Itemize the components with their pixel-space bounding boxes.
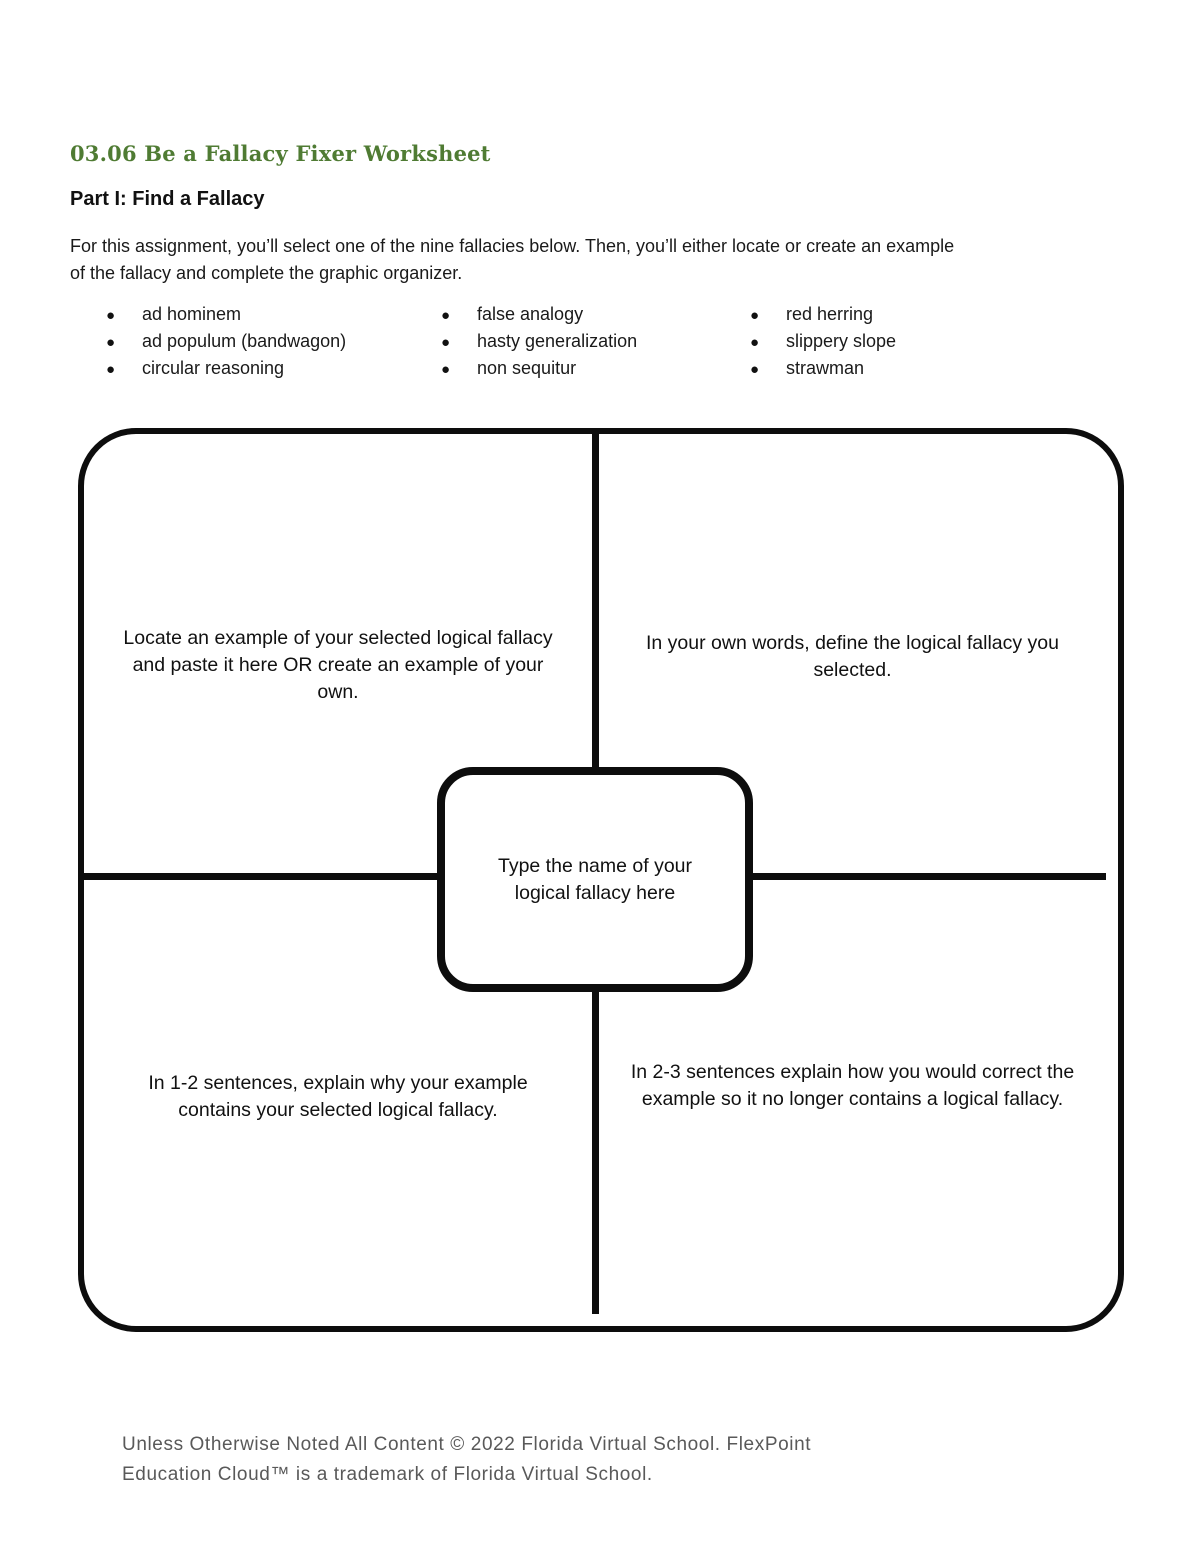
bullet-icon: ● bbox=[106, 307, 116, 324]
quadrant-prompt-definition: In your own words, define the logical fa… bbox=[646, 631, 1059, 681]
organizer-quadrant-explanation[interactable]: In 1-2 sentences, explain why your examp… bbox=[84, 880, 592, 1314]
bullet-icon: ● bbox=[750, 307, 760, 324]
copyright-footer: Unless Otherwise Noted All Content © 202… bbox=[122, 1434, 812, 1485]
center-box-prompt: Type the name of your logical fallacy he… bbox=[497, 854, 693, 904]
quadrant-prompt-explanation: In 1-2 sentences, explain why your examp… bbox=[148, 1072, 528, 1121]
fallacy-label: hasty generalization bbox=[477, 331, 638, 351]
list-item: ● ad hominem bbox=[106, 304, 346, 331]
fallacy-label: ad hominem bbox=[142, 304, 242, 324]
quadrant-prompt-correction: In 2-3 sentences explain how you would c… bbox=[630, 1061, 1075, 1110]
list-item: ● strawman bbox=[750, 358, 896, 385]
list-item: ● circular reasoning bbox=[106, 358, 346, 385]
fallacy-label: false analogy bbox=[477, 304, 584, 324]
bullet-icon: ● bbox=[106, 361, 116, 378]
fallacy-label: strawman bbox=[786, 358, 865, 378]
fallacy-label: red herring bbox=[786, 304, 874, 324]
worksheet-title: 03.06 Be a Fallacy Fixer Worksheet bbox=[70, 141, 491, 166]
organizer-quadrant-example[interactable]: Locate an example of your selected logic… bbox=[84, 434, 592, 873]
intro-paragraph: For this assignment, you’ll select one o… bbox=[70, 236, 955, 283]
list-item: ● false analogy bbox=[441, 304, 637, 331]
fallacy-list-column-1: ● ad hominem ● ad populum (bandwagon) ● … bbox=[106, 304, 346, 385]
list-item: ● ad populum (bandwagon) bbox=[106, 331, 346, 358]
fallacy-label: non sequitur bbox=[477, 358, 577, 378]
organizer-quadrant-definition[interactable]: In your own words, define the logical fa… bbox=[599, 434, 1106, 873]
list-item: ● slippery slope bbox=[750, 331, 896, 358]
bullet-icon: ● bbox=[441, 334, 451, 351]
fallacy-list-column-3: ● red herring ● slippery slope ● strawma… bbox=[750, 304, 896, 385]
list-item: ● hasty generalization bbox=[441, 331, 637, 358]
graphic-organizer: Locate an example of your selected logic… bbox=[78, 428, 1124, 1332]
quadrant-prompt-example: Locate an example of your selected logic… bbox=[123, 627, 553, 703]
bullet-icon: ● bbox=[441, 307, 451, 324]
organizer-quadrant-correction[interactable]: In 2-3 sentences explain how you would c… bbox=[599, 880, 1106, 1314]
fallacy-label: slippery slope bbox=[786, 331, 897, 351]
bullet-icon: ● bbox=[750, 334, 760, 351]
bullet-icon: ● bbox=[750, 361, 760, 378]
fallacy-list-column-2: ● false analogy ● hasty generalization ●… bbox=[441, 304, 637, 385]
bullet-icon: ● bbox=[106, 334, 116, 351]
fallacy-label: ad populum (bandwagon) bbox=[142, 331, 347, 351]
list-item: ● non sequitur bbox=[441, 358, 637, 385]
bullet-icon: ● bbox=[441, 361, 451, 378]
section-heading: Part I: Find a Fallacy bbox=[70, 188, 265, 210]
list-item: ● red herring bbox=[750, 304, 896, 331]
organizer-center-name-box[interactable]: Type the name of your logical fallacy he… bbox=[437, 767, 753, 992]
fallacy-label: circular reasoning bbox=[142, 358, 285, 378]
